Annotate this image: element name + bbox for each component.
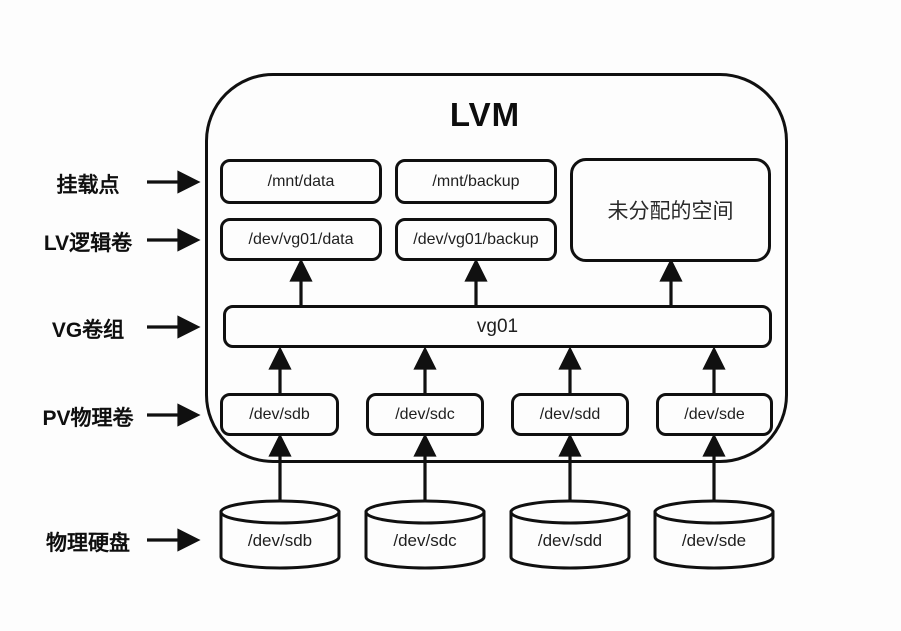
layer-label-logical-volume: LV逻辑卷 xyxy=(43,232,133,255)
physical-disk-label: /dev/sdd xyxy=(537,531,603,550)
disk-cylinder-icon xyxy=(653,499,775,570)
arrow-up-icon xyxy=(268,433,726,507)
logical-volume-node: /dev/vg01/data xyxy=(220,218,382,261)
layer-label-physical-volume: PV物理卷 xyxy=(42,407,134,430)
arrow-right-icon xyxy=(147,170,201,552)
diagram-title: LVM xyxy=(449,96,521,133)
disk-cylinder-icon xyxy=(219,499,341,570)
layer-label-physical-disk: 物理硬盘 xyxy=(46,532,130,555)
logical-volume-node: /dev/vg01/backup xyxy=(395,218,557,261)
physical-volume-node: /dev/sdd xyxy=(511,393,629,436)
layer-label-volume-group: VG卷组 xyxy=(51,319,125,342)
unallocated-space-node: 未分配的空间 xyxy=(570,158,771,262)
physical-disk-label: /dev/sdb xyxy=(247,531,313,550)
layer-label-mount-point: 挂载点 xyxy=(56,174,120,197)
mount-point-node: /mnt/data xyxy=(220,159,382,204)
mount-point-node: /mnt/backup xyxy=(395,159,557,204)
physical-volume-node: /dev/sde xyxy=(656,393,773,436)
physical-volume-node: /dev/sdc xyxy=(366,393,484,436)
physical-volume-node: /dev/sdb xyxy=(220,393,339,436)
physical-disk-label: /dev/sde xyxy=(681,531,747,550)
arrow-up-icon xyxy=(268,346,726,393)
arrow-up-icon xyxy=(289,258,683,305)
volume-group-node: vg01 xyxy=(223,305,772,348)
physical-disk-label: /dev/sdc xyxy=(393,531,457,550)
disk-cylinder-icon xyxy=(509,499,631,570)
disk-cylinder-icon xyxy=(364,499,486,570)
